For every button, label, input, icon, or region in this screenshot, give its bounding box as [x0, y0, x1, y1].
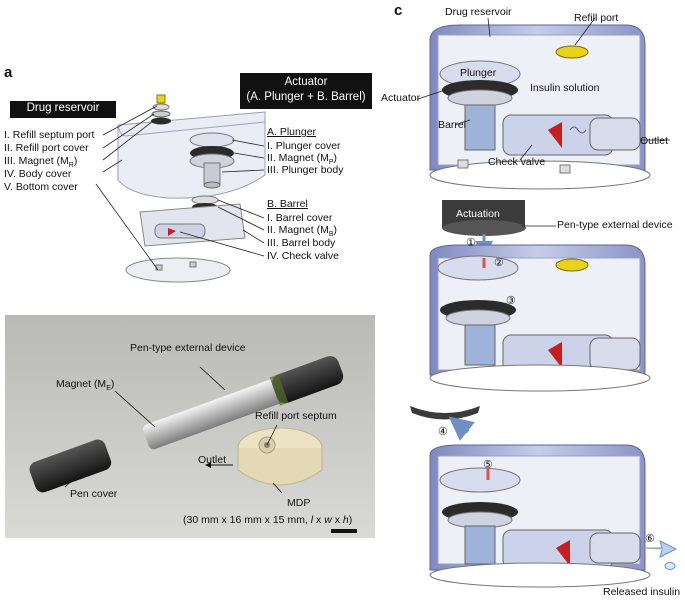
actuator-title: Actuator (A. Plunger + B. Barrel): [240, 73, 372, 109]
barrel-label-c: Barrel: [438, 119, 467, 131]
barrel-part-1: I. Barrel cover: [267, 212, 333, 224]
device-photo: [5, 315, 375, 538]
reservoir-part-5: V. Bottom cover: [4, 181, 78, 193]
step-6-label: ⑥: [645, 533, 655, 545]
dims-close: ): [348, 514, 353, 526]
outlet-label-b: Outlet: [198, 454, 227, 466]
barrel-heading: B. Barrel: [267, 198, 308, 210]
barrel-part-3: III. Barrel body: [267, 237, 336, 249]
dims-x2: x: [331, 514, 343, 526]
dims-h: h: [342, 514, 349, 526]
stage-2-device: [429, 200, 651, 392]
reservoir-part-3: III. Magnet (MR): [4, 155, 78, 170]
barrel-part-2-text: II. Magnet (M: [267, 224, 329, 236]
magnet-b-sub: B: [328, 231, 334, 239]
magnet-e-sub: E: [106, 385, 111, 393]
refill-port-label: Refill port: [574, 12, 619, 24]
magnet-e-label: Magnet (ME): [56, 378, 115, 393]
outlet-label-c: Outlet: [640, 135, 669, 147]
magnet-e-text: Magnet (M: [56, 378, 107, 390]
released-insulin-label: Released insulin: [603, 586, 681, 598]
panel-letter-c: c: [394, 2, 403, 19]
pen-cover-label: Pen cover: [70, 488, 118, 500]
actuator-title-line1: Actuator: [284, 76, 328, 88]
mdp-label: MDP: [287, 497, 311, 509]
drug-reservoir-title: Drug reservoir: [10, 101, 116, 118]
plunger-part-1: I. Plunger cover: [267, 140, 341, 152]
dims-w: w: [324, 514, 332, 526]
barrel-part-4: IV. Check valve: [267, 250, 339, 262]
stage-3-device: [410, 406, 678, 588]
step-1-label: ①: [466, 237, 476, 249]
reservoir-part-1: I. Refill septum port: [4, 129, 95, 141]
plunger-heading: A. Plunger: [267, 126, 317, 138]
step-4-label: ④: [438, 426, 448, 438]
magnet-p-sub: P: [328, 159, 334, 167]
reservoir-part-3-text: III. Magnet (M: [4, 155, 69, 167]
drug-reservoir-label-c: Drug reservoir: [445, 6, 512, 18]
check-valve-label: Check valve: [488, 156, 546, 168]
plunger-part-2-text: II. Magnet (M: [267, 152, 329, 164]
dimensions-label: (30 mm x 16 mm x 15 mm, l x w x h): [183, 514, 352, 527]
step-5-label: ⑤: [483, 459, 493, 471]
actuator-label-c: Actuator: [381, 92, 421, 104]
stage-1-device: [429, 24, 651, 190]
dims-prefix: (30 mm x 16 mm x 15 mm,: [183, 514, 311, 526]
plunger-part-3: III. Plunger body: [267, 164, 344, 176]
pen-device-label: Pen-type external device: [130, 342, 246, 354]
step-3-label: ③: [506, 295, 516, 307]
insulin-solution-label: Insulin solution: [530, 82, 600, 94]
dims-x1: x: [313, 514, 325, 526]
reservoir-part-2: II. Refill port cover: [4, 142, 89, 154]
refill-septum-label: Refill port septum: [255, 410, 337, 422]
magnet-r-sub: R: [68, 162, 74, 170]
barrel-part-2: II. Magnet (MB): [267, 224, 338, 239]
actuator-title-line2: (A. Plunger + B. Barrel): [246, 91, 366, 103]
reservoir-part-4: IV. Body cover: [4, 168, 72, 180]
plunger-label-c: Plunger: [460, 67, 497, 79]
refill-septum-port-shape: [156, 94, 166, 104]
pen-device-label-c: Pen-type external device: [557, 219, 673, 231]
panel-letter-a: a: [4, 64, 13, 81]
dims-l: l: [310, 514, 314, 526]
plunger-part-2: II. Magnet (MP): [267, 152, 338, 167]
actuation-label: Actuation: [456, 208, 500, 220]
device-photo-drawing: [5, 315, 375, 538]
scale-bar: [331, 529, 357, 533]
step-2-label: ②: [494, 257, 504, 269]
